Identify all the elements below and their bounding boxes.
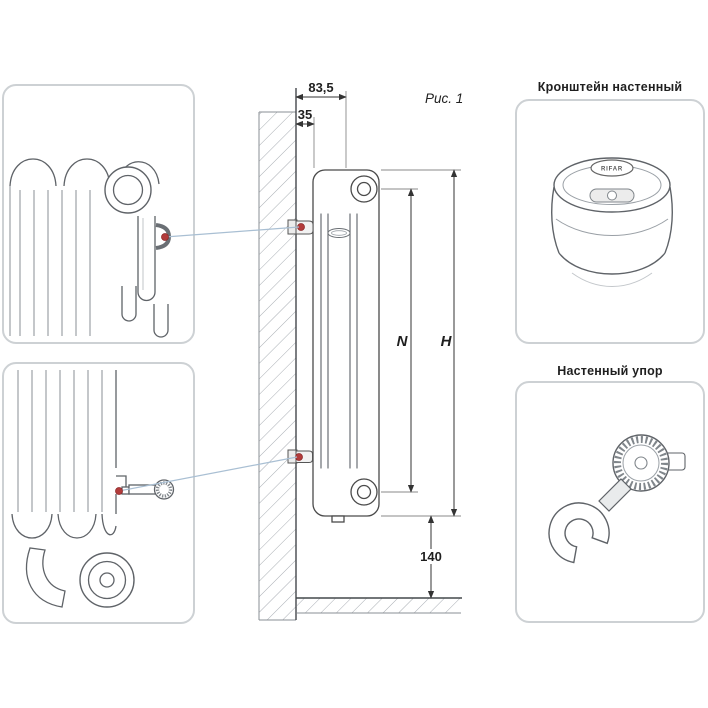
bracket-top-rim bbox=[553, 157, 671, 213]
figure-caption: Рис. 1 bbox=[425, 91, 464, 106]
wall-bracket-body bbox=[551, 157, 673, 287]
radiator-ribs bbox=[17, 370, 103, 512]
wall-bracket-illustration: RIFAR bbox=[551, 157, 673, 287]
top-plug-inner bbox=[356, 181, 372, 197]
radiator-logo-inner bbox=[331, 230, 347, 236]
pipe-stub-2 bbox=[153, 304, 169, 338]
bottom-plug-inner bbox=[356, 484, 372, 500]
dim-label-h: H bbox=[441, 333, 453, 350]
section-bottom-scallops bbox=[11, 513, 117, 539]
detail-panel-wall-bracket: RIFAR bbox=[515, 99, 705, 344]
end-cap-inner-circle bbox=[112, 174, 144, 206]
dim-83-5: 83,5 bbox=[295, 80, 347, 168]
wall-stop-marker bbox=[287, 449, 313, 464]
radiator-bottom-sections bbox=[11, 370, 175, 608]
floor-section bbox=[296, 597, 462, 614]
bracket-panel-title: Кронштейн настенный bbox=[537, 80, 683, 94]
stop-knob-knurl bbox=[614, 436, 668, 490]
brand-logo-oval bbox=[590, 159, 634, 177]
bracket-right-edge bbox=[664, 186, 673, 254]
elbow-pipe bbox=[25, 547, 66, 608]
pipe-stub-1 bbox=[121, 286, 137, 322]
dim-h: H bbox=[381, 169, 461, 517]
stop-pin-tip bbox=[121, 486, 130, 495]
bracket-hook-detail bbox=[155, 223, 172, 250]
radiator-ribs bbox=[9, 186, 91, 336]
bracket-screw bbox=[607, 190, 617, 201]
wall-bracket-marker bbox=[287, 219, 314, 235]
radiator-logo-oval bbox=[327, 228, 351, 238]
radiator-top-sections bbox=[9, 158, 172, 338]
bracket-base-shadow bbox=[571, 272, 653, 287]
dim-label-n: N bbox=[397, 333, 409, 350]
wall-stop-illustration bbox=[548, 434, 686, 564]
detail-panel-radiator-bottom bbox=[2, 362, 195, 624]
dim-label-83-5: 83,5 bbox=[308, 80, 333, 95]
wall-stop-body bbox=[548, 434, 686, 564]
dim-label-140: 140 bbox=[420, 549, 442, 564]
stop-shaft bbox=[598, 478, 632, 512]
dim-35: 35 bbox=[295, 107, 315, 168]
dim-140: 140 bbox=[415, 515, 447, 599]
connection-dot-bracket bbox=[297, 223, 305, 231]
bottom-plug-outer bbox=[350, 478, 378, 506]
bottom-plug-center bbox=[99, 572, 115, 588]
radiator-foot bbox=[331, 515, 345, 523]
column-slots bbox=[320, 213, 358, 469]
stop-panel-title: Настенный упор bbox=[557, 364, 663, 378]
stop-pin-shaft bbox=[128, 484, 157, 495]
bracket-seam bbox=[555, 218, 669, 236]
radiator-top-illustration bbox=[9, 158, 172, 338]
connection-dot-stop bbox=[295, 453, 303, 461]
wall-section bbox=[258, 88, 297, 621]
dim-n: N bbox=[381, 188, 418, 493]
vertical-pipe bbox=[137, 216, 156, 302]
radiator-outline bbox=[312, 169, 380, 517]
stop-knob-hub bbox=[634, 456, 648, 470]
top-plug-outer bbox=[350, 175, 378, 203]
detail-panel-wall-stop bbox=[515, 381, 705, 623]
brand-logo-text: RIFAR bbox=[601, 167, 623, 173]
detail-panel-radiator-top bbox=[2, 84, 195, 344]
bracket-left-edge bbox=[551, 186, 560, 254]
dim-label-35: 35 bbox=[298, 107, 312, 122]
bracket-bottom-curve bbox=[558, 252, 666, 275]
radiator-bottom-illustration bbox=[11, 370, 175, 608]
stop-clip-jaw bbox=[548, 502, 610, 564]
radiator-side-view bbox=[312, 169, 380, 523]
stop-knob-inner bbox=[622, 444, 660, 482]
